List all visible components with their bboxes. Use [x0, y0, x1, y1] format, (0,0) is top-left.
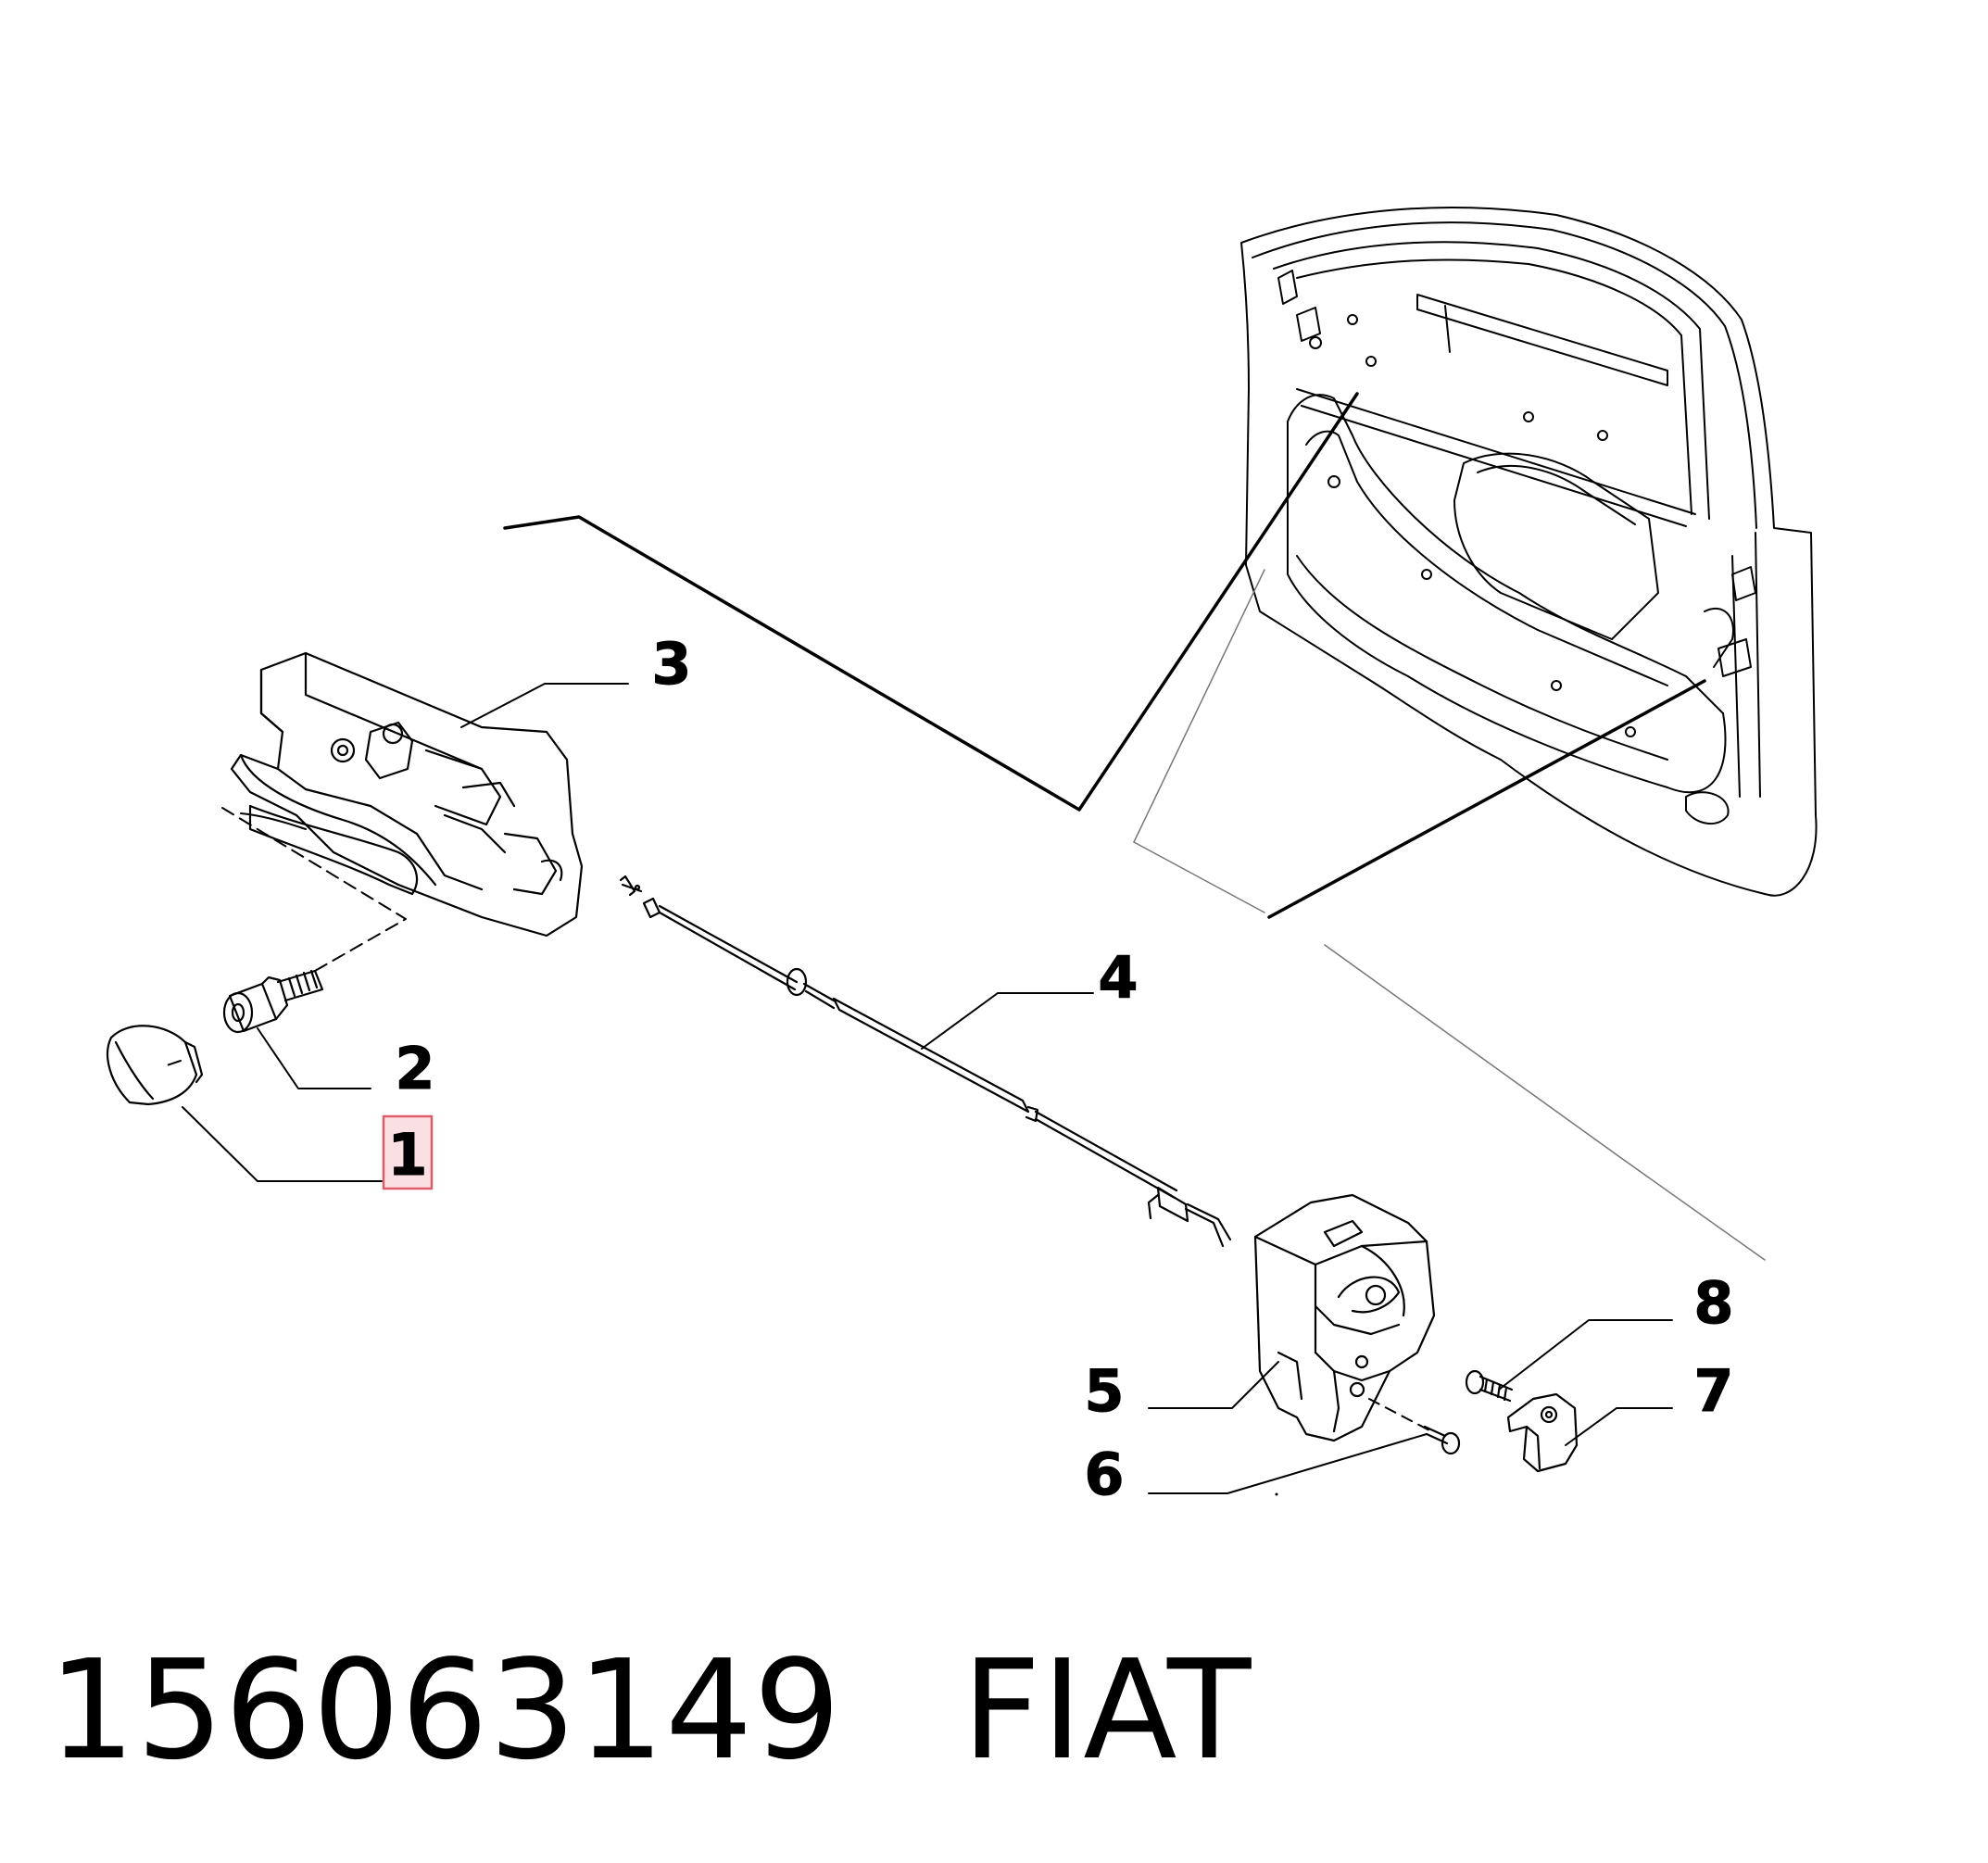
- door-panel: [1240, 206, 1818, 897]
- stray-dot: [1275, 1492, 1278, 1496]
- callout-1-highlight: [382, 1114, 434, 1190]
- assembly-dashed-lines: [166, 807, 407, 1066]
- inner-door-handle-housing: [230, 651, 584, 938]
- screw: [222, 969, 324, 1034]
- brand-name: FIAT: [962, 1630, 1252, 1790]
- part-number: 156063149: [48, 1630, 842, 1790]
- callout-7: 7: [1693, 1357, 1733, 1425]
- callout-6: 6: [1084, 1441, 1124, 1508]
- lock-screw: [1423, 1425, 1461, 1455]
- callout-1: 1: [387, 1121, 427, 1189]
- door-pointer-lines: [503, 392, 1706, 919]
- handle-edge-line: [240, 812, 307, 830]
- door-lock-mechanism: [1253, 1193, 1436, 1442]
- callout-labels: 1 2 3 4 5 6 7 8: [382, 630, 1734, 1509]
- striker-bolt: [1465, 1369, 1514, 1403]
- door-guide-lines: [1133, 569, 1766, 1261]
- callout-2: 2: [395, 1035, 434, 1102]
- lock-screw-dashed-line: [1368, 1398, 1432, 1432]
- callout-8: 8: [1693, 1269, 1733, 1337]
- callout-5: 5: [1084, 1357, 1124, 1425]
- callout-3: 3: [651, 630, 691, 698]
- callout-leaders: [182, 683, 1673, 1494]
- striker-plate: [1506, 1392, 1579, 1473]
- control-cable: [619, 875, 1232, 1248]
- screw-cap: [107, 1025, 204, 1106]
- callout-4: 4: [1098, 944, 1138, 1012]
- part-caption: 156063149 FIAT: [48, 1630, 1252, 1790]
